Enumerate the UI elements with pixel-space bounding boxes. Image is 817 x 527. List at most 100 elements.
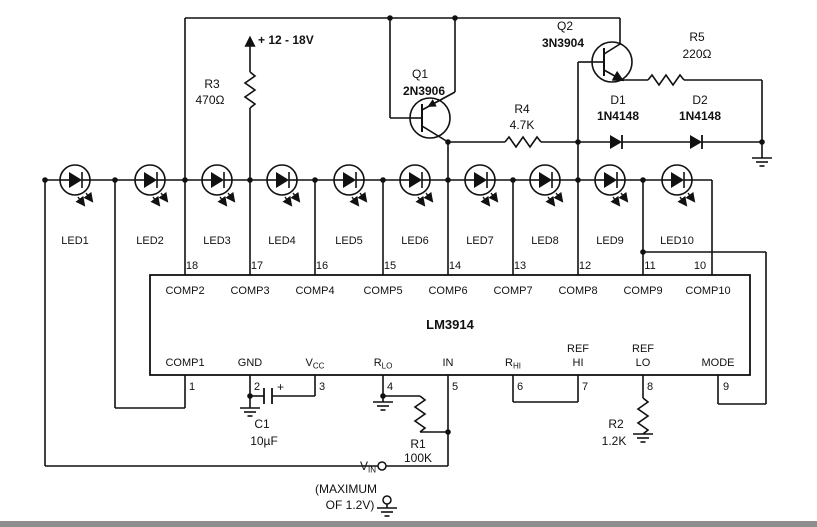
- vin-label: VIN: [360, 459, 376, 475]
- transistor-q2-symbol: [591, 41, 633, 83]
- refhi-pin-label-top: REF: [567, 343, 589, 355]
- pin1-number: 1: [189, 381, 195, 393]
- resistor-r5-symbol: [647, 74, 685, 86]
- led1-label: LED1: [61, 235, 89, 247]
- led3-label: LED3: [203, 235, 231, 247]
- q2-ref: Q2: [557, 19, 573, 33]
- reflo-pin-label-top: REF: [632, 343, 654, 355]
- d2-ref: D2: [692, 93, 708, 107]
- led10-label: LED10: [660, 235, 694, 247]
- resistor-r4-symbol: [504, 136, 542, 148]
- d2-value: 1N4148: [679, 109, 721, 123]
- led2-label: LED2: [136, 235, 164, 247]
- c1-value: 10µF: [250, 434, 278, 448]
- d1-ref: D1: [610, 93, 626, 107]
- supply-label: + 12 - 18V: [258, 33, 314, 47]
- led5-symbol: [334, 165, 366, 205]
- led7-symbol: [465, 165, 497, 205]
- led1-symbol: [60, 165, 92, 205]
- comp7-pin-label: COMP7: [493, 285, 532, 297]
- pin10-number: 10: [694, 260, 706, 272]
- diode-d2-symbol: [689, 134, 703, 150]
- comp1-pin-label: COMP1: [165, 357, 204, 369]
- pin5-number: 5: [452, 381, 458, 393]
- reflo-pin-label: LO: [636, 357, 651, 369]
- led2-symbol: [135, 165, 167, 205]
- pin14-number: 14: [449, 260, 461, 272]
- q2-value: 3N3904: [542, 36, 584, 50]
- led3-symbol: [202, 165, 234, 205]
- rhi-pin-label: RHI: [505, 357, 521, 371]
- pin17-number: 17: [251, 260, 263, 272]
- comp2-pin-label: COMP2: [165, 285, 204, 297]
- r4-ref: R4: [514, 102, 530, 116]
- q1-value: 2N3906: [403, 84, 445, 98]
- pin18-number: 18: [186, 260, 198, 272]
- c1-ref: C1: [254, 417, 270, 431]
- r1-ref: R1: [410, 437, 426, 451]
- pin7-number: 7: [582, 381, 588, 393]
- comp6-pin-label: COMP6: [428, 285, 467, 297]
- resistor-r3-symbol: [244, 71, 256, 109]
- comp8-pin-label: COMP8: [558, 285, 597, 297]
- diode-d1-symbol: [609, 134, 623, 150]
- page-edge-bar: [0, 521, 817, 527]
- comp10-pin-label: COMP10: [685, 285, 730, 297]
- vin-note-line2: OF 1.2V): [326, 498, 375, 512]
- ground-symbol-diodes: [751, 157, 773, 167]
- comp9-pin-label: COMP9: [623, 285, 662, 297]
- led10-symbol: [662, 165, 694, 205]
- led9-label: LED9: [596, 235, 624, 247]
- led7-label: LED7: [466, 235, 494, 247]
- comp4-pin-label: COMP4: [295, 285, 334, 297]
- pin15-number: 15: [384, 260, 396, 272]
- ground-symbol-r2: [632, 433, 654, 443]
- vcc-pin-label: VCC: [306, 357, 325, 371]
- ic-lm3914-body: [149, 274, 751, 376]
- r4-value: 4.7K: [510, 118, 535, 132]
- d1-value: 1N4148: [597, 109, 639, 123]
- pin4-number: 4: [387, 381, 393, 393]
- transistor-q1-symbol: [409, 91, 456, 143]
- q1-ref: Q1: [412, 67, 428, 81]
- pin8-number: 8: [647, 381, 653, 393]
- in-pin-label: IN: [443, 357, 454, 369]
- pin9-number: 9: [723, 381, 729, 393]
- led6-label: LED6: [401, 235, 429, 247]
- ground-symbol-gnd-pin: [239, 407, 261, 417]
- r5-value: 220Ω: [683, 47, 712, 61]
- r5-ref: R5: [689, 30, 705, 44]
- resistor-r2-symbol: [637, 397, 649, 435]
- vin-note-line1: (MAXIMUM: [315, 482, 377, 496]
- pin13-number: 13: [514, 260, 526, 272]
- r1-value: 100K: [404, 451, 432, 465]
- gnd-pin-label: GND: [238, 357, 263, 369]
- pin2-number: 2: [254, 381, 260, 393]
- comp5-pin-label: COMP5: [363, 285, 402, 297]
- led5-label: LED5: [335, 235, 363, 247]
- pin12-number: 12: [579, 260, 591, 272]
- ground-symbol-rlo-pin: [372, 401, 394, 411]
- ground-symbol-vin: [376, 507, 398, 517]
- led8-label: LED8: [531, 235, 559, 247]
- junction-dots: [42, 15, 765, 435]
- led8-symbol: [530, 165, 562, 205]
- capacitor-c1-symbol: [263, 388, 273, 404]
- comp3-pin-label: COMP3: [230, 285, 269, 297]
- vin-terminal: [377, 461, 387, 471]
- c1-polarity: +: [277, 380, 284, 394]
- r2-ref: R2: [608, 417, 624, 431]
- pin11-number: 11: [644, 260, 655, 272]
- r3-value: 470Ω: [196, 93, 225, 107]
- led9-symbol: [595, 165, 627, 205]
- r2-value: 1.2K: [602, 434, 627, 448]
- pin16-number: 16: [316, 260, 328, 272]
- pin3-number: 3: [319, 381, 325, 393]
- led4-label: LED4: [268, 235, 296, 247]
- ic-name-label: LM3914: [426, 317, 474, 332]
- mode-pin-label: MODE: [702, 357, 735, 369]
- led4-symbol: [267, 165, 299, 205]
- resistor-r1-symbol: [414, 395, 426, 433]
- vin-ground-terminal: [382, 495, 392, 505]
